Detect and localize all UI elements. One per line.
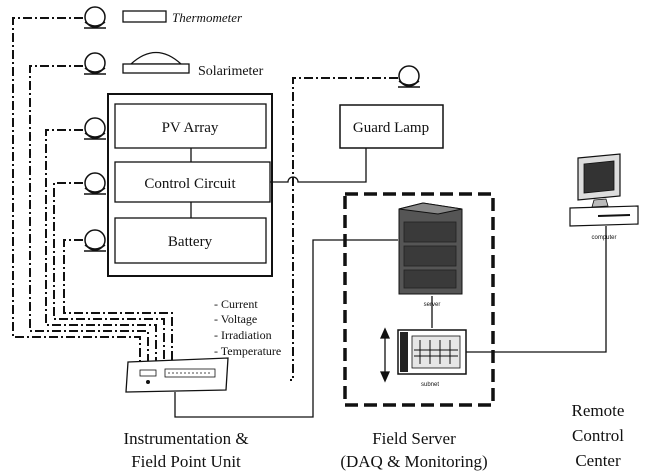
field-server-caption-line1: Field Server [372,429,456,448]
field-server-caption-line2: (DAQ & Monitoring) [340,452,487,471]
sensor-icon [84,52,106,75]
pv-sensor-wire [45,129,157,362]
control-circuit-box [114,161,271,203]
solarimeter-label: Solarimeter [198,64,264,79]
control-circuit-label: Control Circuit [144,176,236,192]
pv-array-label: PV Array [162,120,219,136]
double-arrow-icon [379,327,391,383]
sensor-icon [84,117,106,140]
sensor-icon [398,65,420,88]
measurement-item: - Current [214,297,258,311]
field-server-frame [343,192,495,407]
computer-icon [569,153,639,227]
pv-array-box [114,103,267,149]
control-sensor-wire [53,182,165,362]
guard-lamp-wire [290,77,398,381]
measurement-item: - Temperature [214,344,281,358]
sensor-icon [84,229,106,252]
guard-lamp-label: Guard Lamp [353,120,429,136]
pv-system-frame [107,93,273,277]
subnet-label: subnet [421,382,439,388]
thermometer-label: Thermometer [172,10,243,25]
thermometer-wire [12,17,141,362]
server-label: server [424,302,441,308]
subnet-to-computer-wire [466,226,607,353]
subnet-icon [397,329,467,375]
remote-caption-line1: Remote [572,401,625,420]
field-point-unit [125,357,229,393]
guard-lamp-box [339,104,444,149]
control-to-lamp-wire [270,148,367,183]
remote-caption-line2: Control [572,426,624,445]
measurement-item: - Voltage [214,312,257,326]
server-icon [398,202,463,295]
battery-label: Battery [168,234,213,250]
instrumentation-caption-line1: Instrumentation & [123,429,248,448]
sensor-icon [84,6,106,29]
battery-box [114,217,267,264]
remote-caption-line3: Center [575,451,621,470]
fieldpoint-to-server-wire [174,239,398,418]
solarimeter-wire [29,65,149,362]
instrumentation-caption-line2: Field Point Unit [131,452,241,471]
solid-wires [174,148,607,418]
measurement-item: - Irradiation [214,328,272,342]
computer-label: computer [591,235,616,241]
sensor-wires [12,17,398,381]
solarimeter-icon [122,51,190,74]
sensor-symbols [84,6,420,252]
sensor-icon [84,172,106,195]
thermometer-icon [122,10,167,23]
battery-sensor-wire [63,239,173,362]
